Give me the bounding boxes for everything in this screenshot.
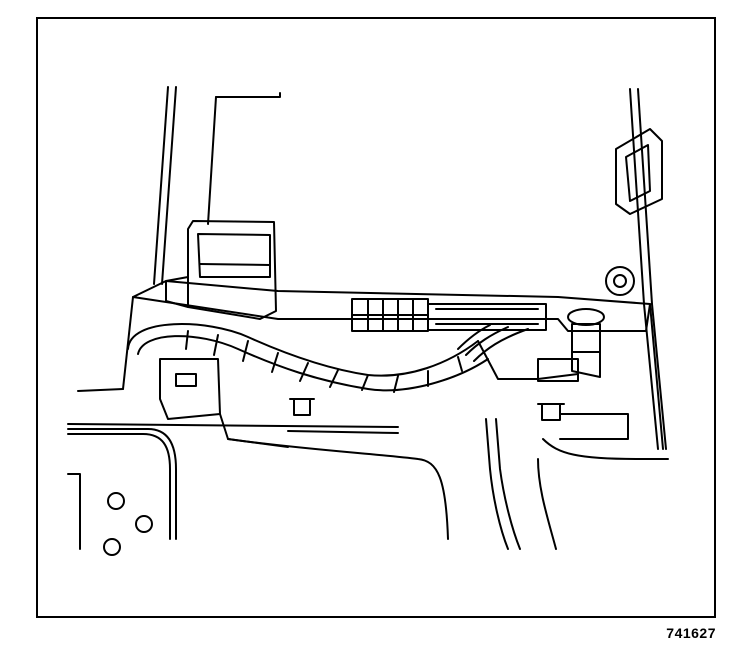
grommet <box>605 266 635 296</box>
panel-left-edge <box>153 86 281 285</box>
floor-contour <box>67 418 669 550</box>
connector-block <box>351 298 547 332</box>
mounting-plate <box>77 280 664 450</box>
floor-holes <box>67 473 153 556</box>
illustration-frame <box>36 17 716 618</box>
harness-clip <box>289 398 315 416</box>
lower-left-clip <box>159 358 289 448</box>
wire-harness <box>127 323 579 393</box>
control-module <box>165 220 277 320</box>
wiring-harness-drawing <box>67 86 669 556</box>
figure-number: 741627 <box>666 625 716 641</box>
panel-right-edge <box>629 88 667 450</box>
elbow-connector <box>537 308 605 382</box>
bracket-clip <box>537 403 629 440</box>
upper-right-clip <box>615 128 663 215</box>
